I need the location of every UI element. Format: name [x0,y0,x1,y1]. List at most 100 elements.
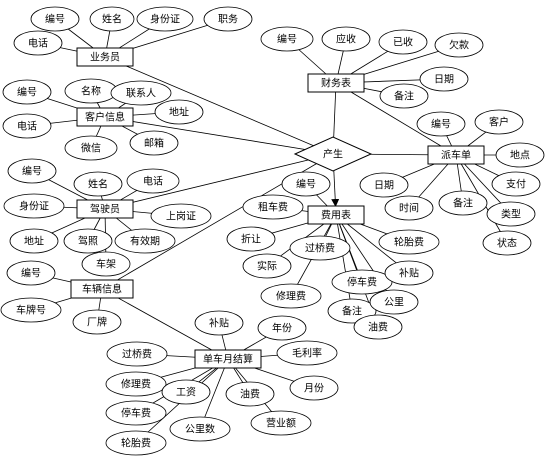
attribute-dc_gls: 公里数 [169,416,231,442]
attribute-ellipse [105,371,167,397]
attribute-label: 公里 [384,297,404,309]
attribute-ellipse [81,251,131,277]
attribute-ellipse [495,142,545,168]
attribute-ellipse [379,83,429,109]
attribute-label: 车架 [96,258,116,271]
entity-label: 车辆信息 [82,283,122,296]
attribute-cw_ys: 应收 [321,26,371,52]
attribute-cl_cp: 厂牌 [72,309,122,335]
entity-box [70,279,134,299]
attribute-label: 邮箱 [144,137,164,150]
attribute-ellipse [30,6,80,32]
attribute-ellipse [434,32,484,58]
attribute-dc_youf: 油费 [225,381,275,407]
attribute-label: 停车费 [121,407,151,420]
entity-label: 驾驶员 [90,203,120,216]
attribute-label: 实际 [257,260,277,273]
attribute-label: 编号 [21,267,41,280]
attribute-ellipse [416,111,466,137]
entity-js: 驾驶员 [76,199,134,219]
attribute-fy_zk: 折让 [226,226,276,252]
entity-label: 费用表 [321,209,351,222]
attribute-ellipse [369,289,419,315]
entity-label: 单车月结算 [203,353,253,366]
entity-pc: 派车单 [427,145,485,165]
attribute-ellipse [3,193,65,219]
attribute-label: 过桥费 [305,242,335,255]
attribute-dc_bt: 补贴 [194,310,244,336]
attribute-label: 轮胎费 [394,236,424,249]
attribute-ellipse [321,26,371,52]
attribute-ellipse [13,30,63,56]
attribute-label: 公里数 [185,423,215,436]
relationship-diamond: 产生 [293,136,373,172]
entity-box [194,349,262,369]
attribute-cw_qk: 欠款 [434,32,484,58]
attribute-label: 应收 [336,33,356,46]
attribute-label: 修理费 [121,378,151,391]
attribute-ellipse [482,230,532,256]
attribute-ellipse [242,194,304,220]
attribute-ellipse [64,135,118,161]
attribute-fy_wxf: 修理费 [260,283,322,309]
attribute-label: 联系人 [126,88,156,100]
attribute-ellipse [378,29,428,55]
relation-link [104,116,334,155]
attribute-label: 地址 [24,235,44,248]
attribute-label: 日期 [434,74,454,86]
attribute-kh_dz: 地址 [154,99,204,125]
attribute-ellipse [154,99,204,125]
attribute-ellipse [331,269,393,295]
attribute-dc_yye: 营业额 [250,410,312,436]
attribute-kh_dh: 电话 [2,113,52,139]
attribute-label: 支付 [506,178,526,191]
entity-dc: 单车月结算 [194,349,262,369]
attribute-pc_zf: 支付 [491,171,541,197]
attribute-ellipse [2,79,52,105]
attribute-label: 编号 [17,86,37,99]
entity-box [307,73,365,93]
attribute-yw_xm: 姓名 [89,6,135,32]
attribute-pc_kh: 客户 [474,109,524,135]
attribute-dc_glf: 过桥费 [106,341,168,367]
attribute-pc_bh: 编号 [416,111,466,137]
entity-label: 财务表 [321,77,351,90]
attribute-ellipse [359,172,409,198]
attribute-label: 年份 [272,322,292,335]
attribute-label: 姓名 [88,178,108,191]
attribute-label: 地址 [169,106,189,119]
attribute-ellipse [260,283,322,309]
attribute-label: 折让 [241,233,261,246]
relation-link [104,153,334,210]
relationship-label: 产生 [323,148,343,161]
attribute-fy_bh: 编号 [281,171,331,197]
attribute-ellipse [384,260,434,286]
attribute-label: 电话 [143,175,163,188]
attribute-ellipse [276,340,338,366]
attribute-label: 营业额 [266,417,296,430]
attribute-label: 编号 [431,118,451,131]
attribute-ellipse [257,315,307,341]
attribute-label: 租车费 [258,201,288,214]
attribute-js_cj: 车架 [81,251,131,277]
attribute-fy_glf: 过桥费 [289,235,351,261]
attribute-ellipse [105,430,167,456]
relation-link [335,82,457,156]
attribute-kh_wx: 微信 [64,135,118,161]
attribute-label: 状态 [497,237,517,250]
attribute-ellipse [6,260,56,286]
attribute-ellipse [126,168,180,194]
attribute-label: 毛利率 [292,347,322,360]
attribute-ellipse [7,158,57,184]
attribute-label: 补贴 [209,317,229,330]
attribute-kh_lxr: 联系人 [110,80,172,106]
attribute-ellipse [203,6,253,32]
attribute-js_xm: 姓名 [73,171,123,197]
attribute-label: 姓名 [102,13,122,26]
entity-label: 派车单 [441,149,471,162]
entity-fy: 费用表 [307,205,365,225]
attribute-ellipse [89,6,135,32]
attribute-ellipse [0,297,62,323]
attribute-ellipse [194,310,244,336]
